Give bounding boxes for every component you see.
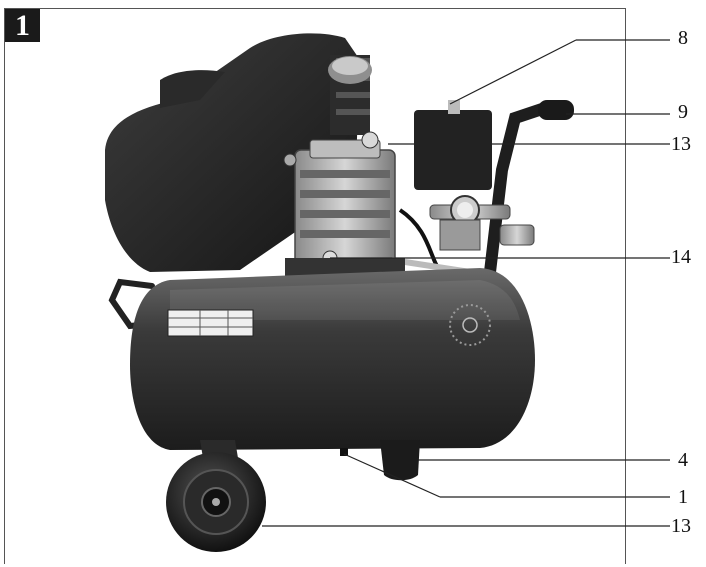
callout-label: 13 [671, 133, 691, 155]
figure-frame [4, 8, 626, 564]
callout-label: 9 [678, 101, 688, 123]
callout-label: 8 [678, 27, 688, 49]
callout-label: 1 [678, 486, 688, 508]
pressure-switch [414, 110, 492, 190]
carry-handle [484, 101, 571, 278]
handle-grip [538, 100, 574, 120]
rating-plate [167, 309, 254, 337]
drain-valve [340, 448, 348, 456]
callout-label: 14 [671, 246, 691, 268]
callout-label: 13 [671, 515, 691, 537]
leader-lines [262, 39, 670, 527]
figure-number-badge: 1 [5, 9, 40, 42]
ce-emblem [449, 304, 491, 346]
cylinder-block [294, 149, 396, 266]
rubber-foot [380, 440, 420, 481]
callout-label: 4 [678, 449, 688, 471]
